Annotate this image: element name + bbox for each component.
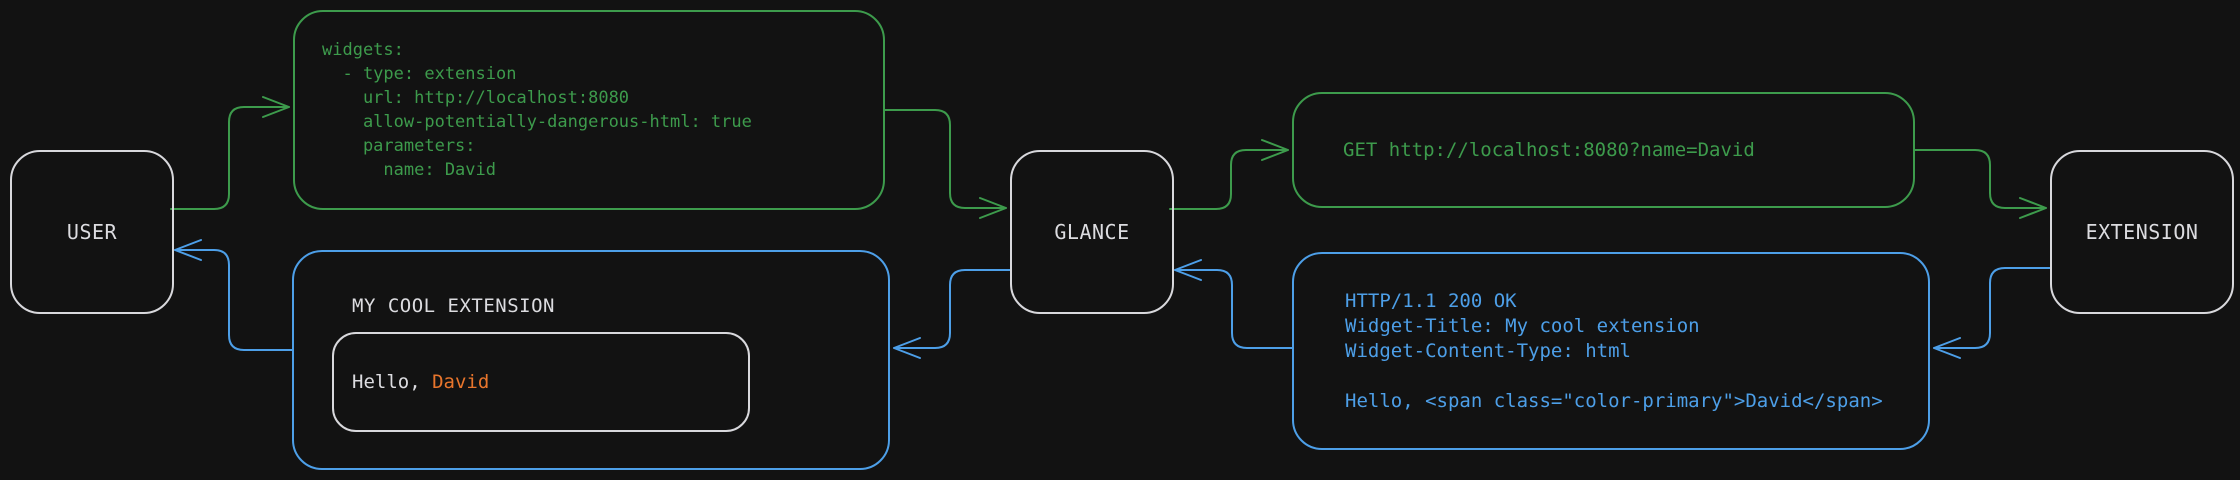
config-yaml-line: - type: extension — [322, 64, 517, 84]
arrow-extension-to-response[interactable] — [1933, 267, 2051, 359]
node-extension[interactable]: EXTENSION — [2050, 150, 2234, 314]
http-response-line: Widget-Content-Type: html — [1345, 339, 1631, 362]
arrow-user-to-config[interactable] — [170, 96, 290, 210]
http-response-line: HTTP/1.1 200 OK — [1345, 289, 1517, 312]
config-yaml-line: url: http://localhost:8080 — [322, 88, 630, 108]
arrow-glance-to-widget[interactable] — [893, 269, 1011, 359]
http-response-box[interactable]: HTTP/1.1 200 OK Widget-Title: My cool ex… — [1292, 252, 1930, 450]
arrow-widget-to-user[interactable] — [174, 239, 293, 351]
greeting-name: David — [432, 371, 490, 393]
config-yaml-box[interactable]: widgets: - type: extension url: http://l… — [293, 10, 885, 210]
node-user-label: USER — [66, 220, 118, 244]
node-glance-label: GLANCE — [1054, 220, 1130, 244]
http-response-line: Widget-Title: My cool extension — [1345, 314, 1700, 337]
node-user[interactable]: USER — [10, 150, 174, 314]
widget-preview-box[interactable]: MY COOL EXTENSION Hello, David — [292, 250, 890, 470]
widget-title: MY COOL EXTENSION — [352, 295, 555, 317]
config-yaml-line: widgets: — [322, 40, 404, 60]
arrow-config-to-glance[interactable] — [884, 109, 1007, 219]
node-glance[interactable]: GLANCE — [1010, 150, 1174, 314]
http-response-line — [1345, 364, 1928, 389]
greeting-box[interactable]: Hello, David — [332, 332, 750, 432]
http-request-box[interactable]: GET http://localhost:8080?name=David — [1292, 92, 1915, 208]
config-yaml-line: allow-potentially-dangerous-html: true — [322, 112, 752, 132]
http-request-line: GET http://localhost:8080?name=David — [1343, 139, 1755, 161]
greeting-prefix: Hello, — [352, 371, 433, 393]
config-yaml-line: parameters: — [322, 136, 476, 156]
arrow-request-to-extension[interactable] — [1914, 149, 2047, 219]
node-extension-label: EXTENSION — [2085, 220, 2199, 244]
arrow-glance-to-request[interactable] — [1169, 139, 1289, 210]
config-yaml-line: name: David — [322, 160, 496, 180]
http-response-line: Hello, <span class="color-primary">David… — [1345, 389, 1883, 412]
arrow-response-to-glance[interactable] — [1174, 259, 1293, 349]
